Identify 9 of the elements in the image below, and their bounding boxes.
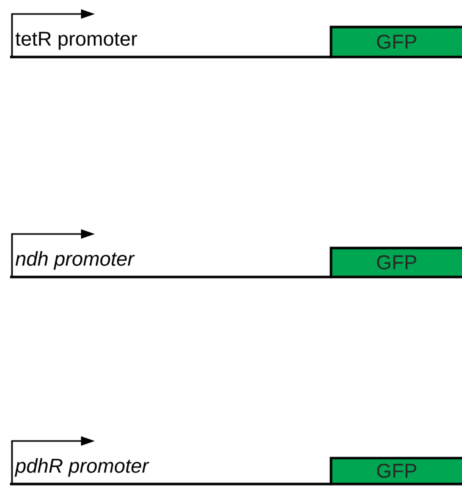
dna-line: [10, 482, 331, 486]
gene-box: GFP: [330, 246, 462, 278]
dna-line: [10, 56, 331, 58]
gene-box: GFP: [330, 456, 462, 486]
dna-line: [10, 276, 331, 278]
promoter-label: pdhR promoter: [14, 458, 150, 477]
promoter-label: tetR promoter: [16, 32, 138, 50]
promoter-label: ndh promoter: [16, 251, 135, 270]
gene-box: GFP: [330, 26, 462, 58]
